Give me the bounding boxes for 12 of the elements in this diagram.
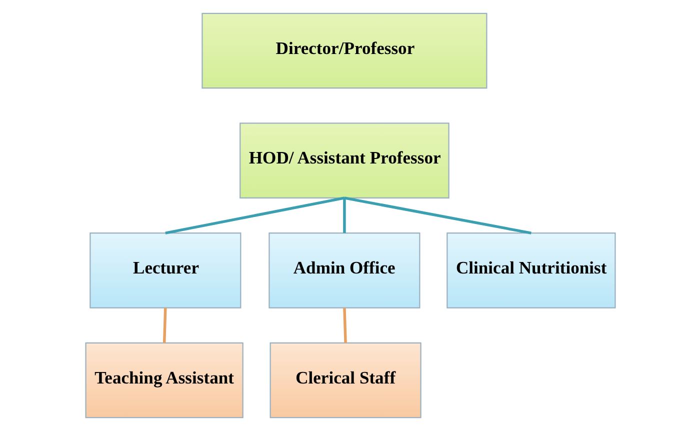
- node-box: Clinical Nutritionist: [446, 232, 616, 308]
- connector: [162, 307, 166, 342]
- node-box: Clerical Staff: [269, 342, 421, 418]
- connector: [342, 197, 346, 233]
- connector: [164, 196, 344, 234]
- connector: [344, 196, 531, 234]
- connector: [342, 307, 346, 342]
- node-box: Teaching Assistant: [84, 342, 243, 418]
- node-box: Lecturer: [89, 232, 241, 308]
- node-box: Director/Professor: [201, 12, 487, 88]
- node-box: HOD/ Assistant Professor: [239, 122, 449, 198]
- node-box: Admin Office: [268, 232, 420, 308]
